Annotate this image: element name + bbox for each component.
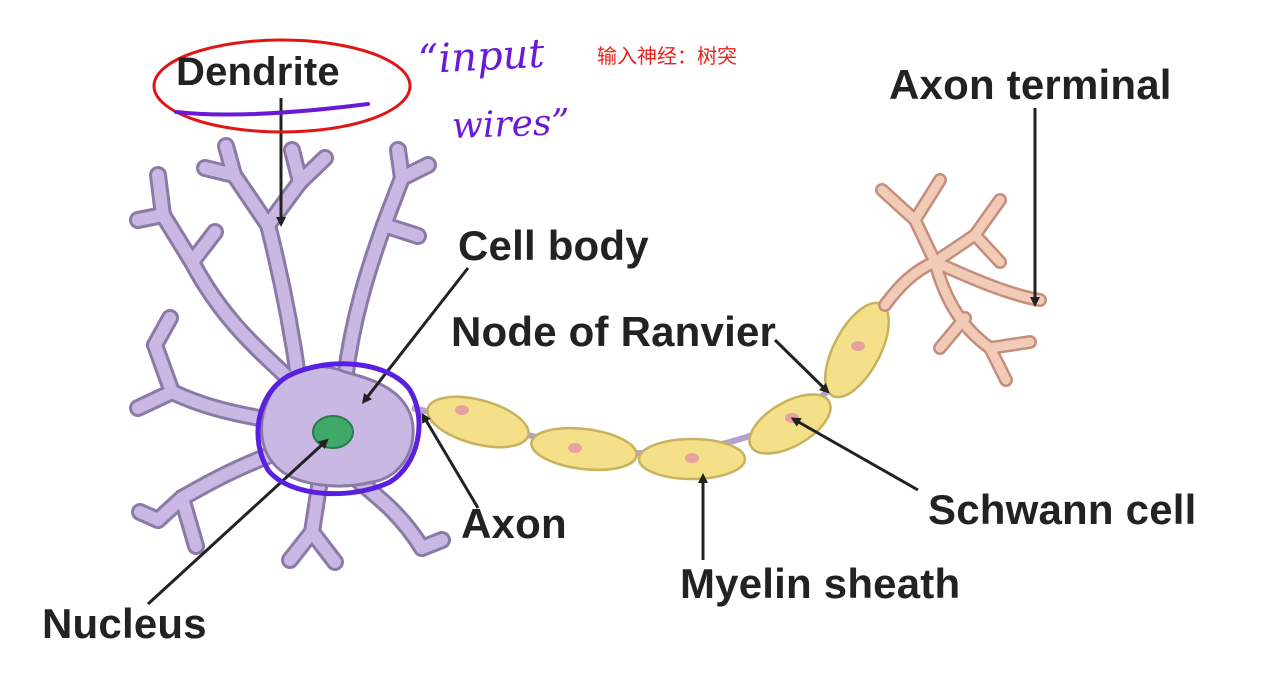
pointer-node-of-ranvier: [773, 338, 830, 394]
pointer-schwann-cell: [790, 417, 919, 492]
label-node-of-ranvier: Node of Ranvier: [451, 308, 777, 355]
schwann-nuclei: [455, 341, 865, 463]
label-axon-terminal: Axon terminal: [889, 61, 1172, 108]
pointer-nucleus: [146, 438, 329, 606]
axon-terminal-branches: [875, 173, 1047, 387]
handwritten-note-line1: “input: [416, 30, 546, 84]
pointer-cell-body: [361, 267, 470, 404]
dendrite-underline: [174, 102, 370, 117]
myelin-segment: [748, 393, 832, 455]
label-schwann-cell: Schwann cell: [928, 486, 1197, 533]
label-cell-body: Cell body: [458, 222, 649, 269]
pointer-axon: [421, 412, 480, 509]
label-axon: Axon: [461, 500, 567, 547]
myelin-segment: [530, 426, 638, 472]
pointer-lines: [146, 98, 1040, 606]
cell-body-highlight-circle: [255, 361, 422, 497]
nucleus: [312, 415, 354, 449]
label-dendrite: Dendrite: [176, 50, 340, 94]
label-nucleus: Nucleus: [42, 600, 207, 647]
chinese-annotation: 输入神经：树突: [597, 44, 737, 68]
dendrite-highlight-circle: [152, 38, 412, 134]
label-myelin-sheath: Myelin sheath: [680, 560, 961, 607]
myelin-segment: [426, 395, 530, 449]
handwritten-note-line2: wires”: [451, 101, 571, 148]
dendrites: [129, 137, 451, 571]
